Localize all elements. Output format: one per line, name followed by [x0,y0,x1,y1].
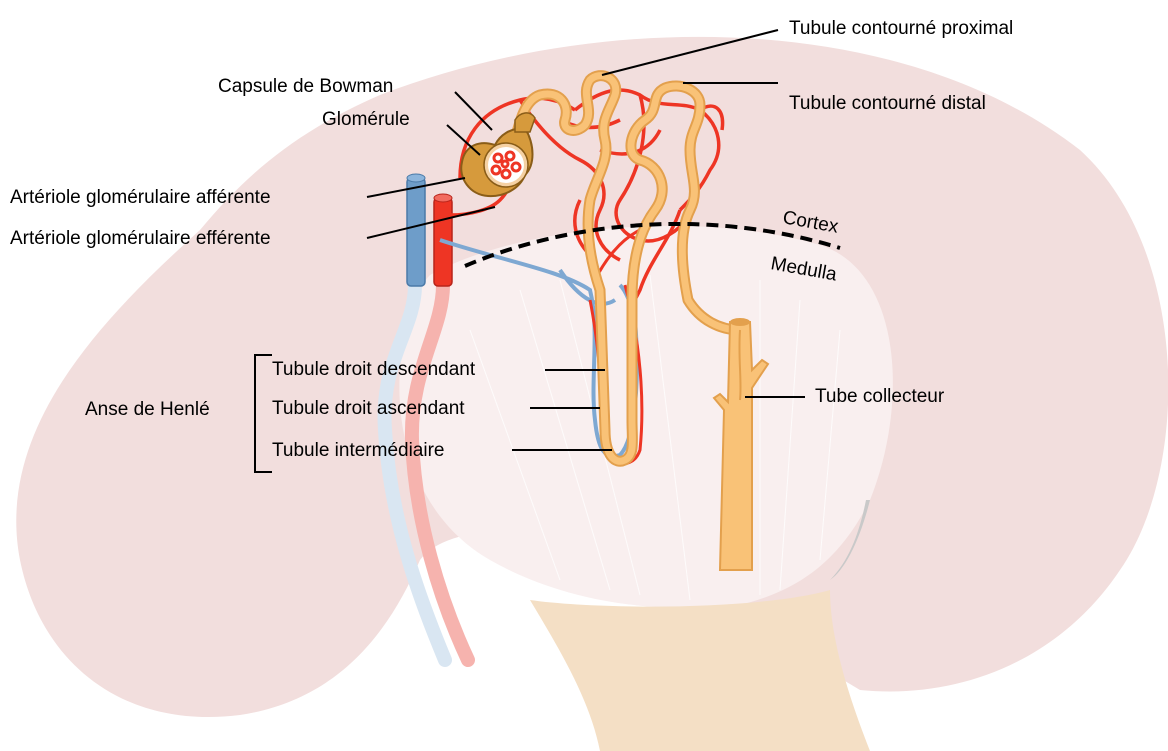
label-tubule-distal: Tubule contourné distal [789,93,986,114]
artery-vessel-top [434,194,452,202]
medulla-region [399,226,892,608]
label-glomerule: Glomérule [322,109,410,130]
label-tube-collecteur: Tube collecteur [815,386,945,407]
label-capsule-bowman: Capsule de Bowman [218,76,393,97]
label-tubule-droit-descendant: Tubule droit descendant [272,359,476,380]
label-arteriole-efferente: Artériole glomérulaire efférente [10,228,271,249]
label-tubule-intermediaire: Tubule intermédiaire [272,440,445,461]
label-arteriole-afferente: Artériole glomérulaire afférente [10,187,271,208]
label-anse-henle: Anse de Henlé [85,399,210,420]
vein-vessel [407,178,425,286]
renal-pelvis [530,590,870,751]
label-tubule-droit-ascendant: Tubule droit ascendant [272,398,465,419]
vein-vessel-top [407,174,425,182]
label-tubule-proximal: Tubule contourné proximal [789,18,1013,39]
glomerulus [484,143,528,187]
